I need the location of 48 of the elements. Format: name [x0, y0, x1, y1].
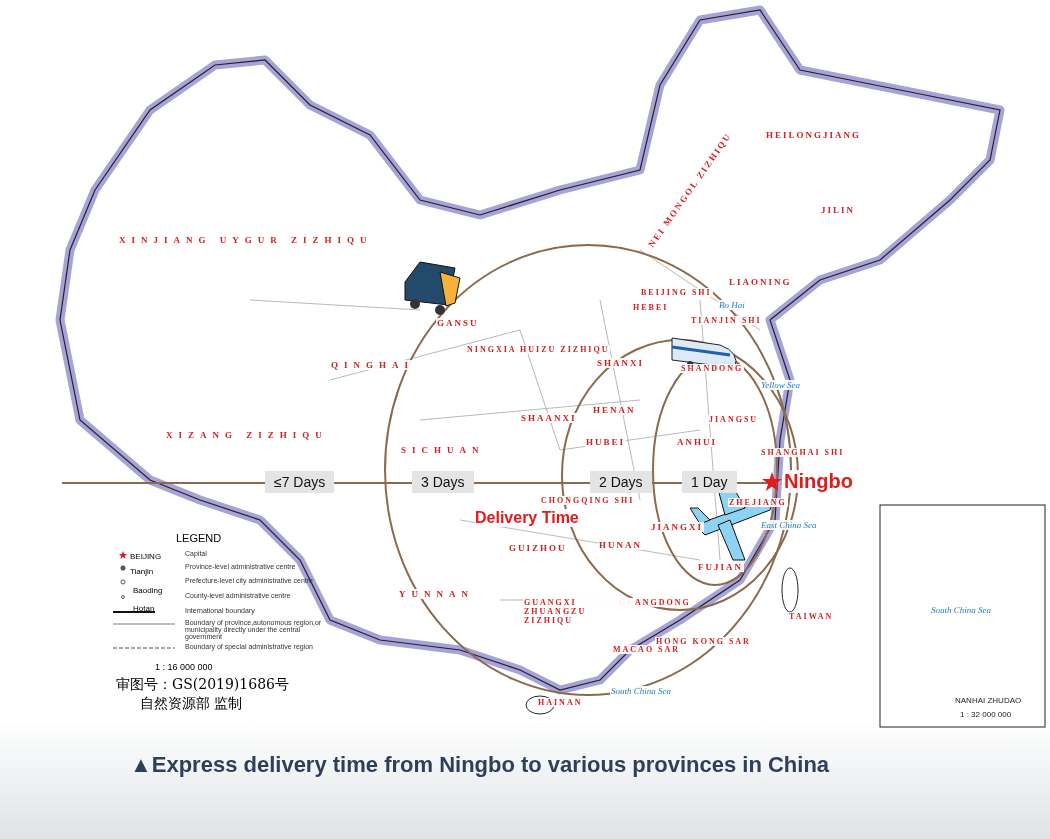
map-approval-text: 审图号：GS(2019)1686号 [116, 676, 289, 694]
sea-name: Bo Hai [718, 300, 746, 310]
province-name: SHAANXI [520, 413, 578, 423]
province-name: HEILONGJIANG [765, 130, 862, 140]
distance-label: ≤7 Days [265, 471, 335, 493]
province-name: QINGHAI [330, 360, 415, 370]
caption: ▲Express delivery time from Ningbo to various provinces in China [130, 752, 830, 778]
sea-name: East China Sea [760, 520, 818, 530]
province-name: TAIWAN [788, 612, 835, 621]
province-name: HUBEI [585, 437, 626, 447]
distance-label: 2 Days [590, 471, 652, 493]
province-name: GUIZHOU [508, 543, 568, 553]
province-name: MACAO SAR [612, 645, 682, 654]
sea-name: South China Sea [610, 686, 672, 696]
province-name: HONG KONG SAR [655, 637, 752, 646]
province-name: ZHEJIANG [728, 498, 788, 507]
inset-map-text: NANHAI ZHUDAO [955, 696, 1022, 705]
distance-label: 1 Day [682, 471, 737, 493]
sea-name: Yellow Sea [760, 380, 801, 390]
province-name: TIANJIN SHI [690, 316, 763, 325]
province-name: CHONGQING SHI [540, 496, 636, 505]
sea-name: South China Sea [930, 605, 992, 615]
province-name: LIAONING [728, 277, 793, 287]
legend-sample-name: Hotan [133, 604, 155, 613]
province-name: NINGXIA HUIZU ZIZHIQU [466, 345, 611, 354]
province-name: ANHUI [676, 437, 718, 447]
province-name: HENAN [592, 405, 637, 415]
province-name: SHANXI [596, 358, 645, 368]
legend-sample-name: Baoding [133, 586, 163, 595]
province-name: HUNAN [598, 540, 643, 550]
province-name: HAINAN [537, 698, 584, 707]
legend-sample-name: Tianjin [130, 567, 154, 576]
inset-map-text: 1 : 32 000 000 [960, 710, 1012, 719]
province-name: HEBEI [632, 303, 670, 312]
map-approval-text: 自然资源部 监制 [140, 695, 243, 713]
province-name: BEIJING SHI [640, 288, 713, 297]
province-name: GANSU [436, 318, 480, 328]
province-name: FUJIAN [697, 562, 744, 572]
province-name: JIANGXI [650, 522, 704, 532]
legend-heading: LEGEND [176, 532, 222, 544]
scale-text: 1 : 16 000 000 [155, 662, 213, 672]
province-name: SHANDONG [680, 364, 745, 373]
city-name: Ningbo [784, 470, 853, 493]
province-name: JILIN [820, 205, 856, 215]
legend-sample-name: BEIJING [130, 552, 162, 561]
distance-label: 3 Days [412, 471, 474, 493]
province-name: SHANGHAI SHI [760, 448, 846, 457]
delivery-time-label: Delivery Time [475, 509, 579, 527]
